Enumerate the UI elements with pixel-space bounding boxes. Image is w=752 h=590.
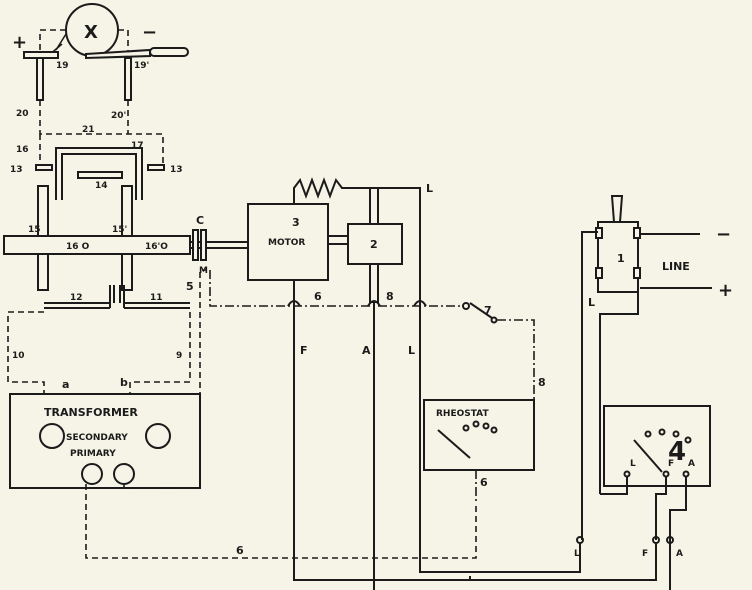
transformer-primary-label: PRIMARY [70,449,116,459]
label-8-top: 8 [386,290,394,303]
starter-number: 4 [668,437,686,467]
label-14: 14 [95,181,108,191]
exciter: 2 [347,187,403,303]
label-7: 7 [484,304,492,317]
label-20-prime: 20' [111,111,126,121]
label-6-bottom: 6 [236,544,244,557]
label-17: 17 [131,141,144,151]
label-coupling-c: C [196,214,204,227]
label-16: 16 [16,145,29,155]
label-16-o: 16 O [66,242,90,252]
label-l-wire: L [408,344,415,357]
transformer-title: TRANSFORMER [44,406,138,419]
rheostat: RHEOSTAT [423,399,535,502]
exciter-number: 2 [370,238,378,251]
transformer: TRANSFORMER SECONDARY PRIMARY [9,393,201,489]
label-5: 5 [186,280,194,293]
terminal-19-prime [85,47,189,101]
label-12: 12 [70,293,83,303]
label-f-wire: F [300,344,308,357]
rheostat-title: RHEOSTAT [436,409,489,419]
minus-sign-left: − [142,22,157,43]
line-label: LINE [662,260,690,273]
label-16-prime-o: 16'O [145,242,168,252]
label-19: 19 [56,61,69,71]
label-l-top: L [426,182,433,195]
minus-sign-line: − [716,224,731,245]
motor-label: MOTOR [268,238,305,248]
label-15: 15 [28,225,41,235]
label-19-prime: 19' [134,61,149,71]
motor-number: 3 [292,216,300,229]
bottom-a-terminal: A [676,549,683,559]
label-b: b [120,376,128,389]
bottom-l-terminal: L [574,549,580,559]
label-10: 10 [12,351,25,361]
label-8-right: 8 [538,376,546,389]
label-13-right: 13 [170,165,183,175]
transformer-secondary-label: SECONDARY [66,433,128,443]
label-coupling-m: M [199,266,208,276]
label-11: 11 [150,293,163,303]
plus-sign-left: + [12,32,27,53]
line-switch: 1 [595,195,641,293]
label-6-rheostat: 6 [480,476,488,489]
bottom-f-terminal: F [642,549,648,559]
starter-box: 4 L F A [603,405,711,487]
label-20: 20 [16,109,29,119]
label-21: 21 [82,125,95,135]
starter-a-terminal: A [688,459,695,469]
label-a: a [62,378,69,391]
terminal-19 [23,51,59,101]
plus-sign-line: + [718,280,733,301]
label-13-left: 13 [10,165,23,175]
starter-f-terminal: F [668,459,674,469]
generator-symbol: X [84,22,98,43]
label-a-wire: A [362,344,371,357]
generator: X [39,3,129,57]
starter-l-terminal: L [630,459,636,469]
label-6-top: 6 [314,290,322,303]
label-15-prime: 15' [112,225,127,235]
motor: 3 MOTOR [247,203,349,281]
label-l-switch: L [588,296,595,309]
label-9: 9 [176,351,182,361]
switch-number: 1 [617,252,625,265]
